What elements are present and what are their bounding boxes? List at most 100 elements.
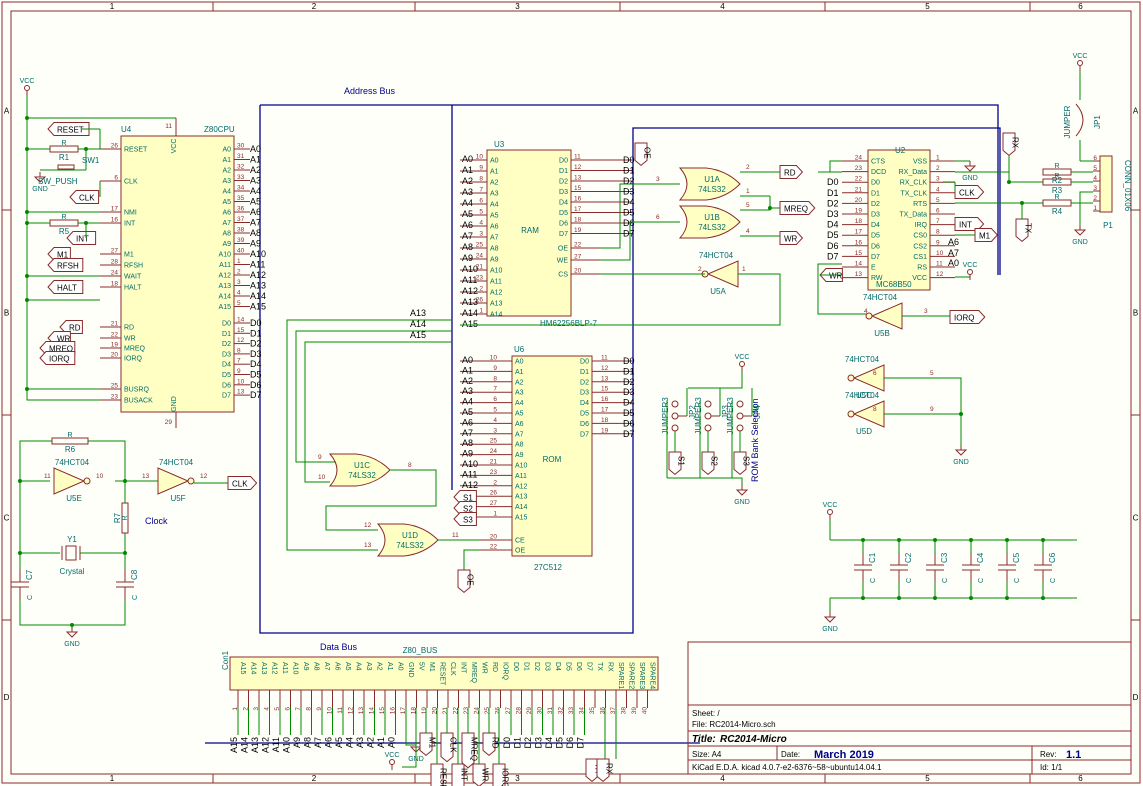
connector-pin-num: 4 [264, 707, 271, 711]
connector-pin-a2: A2 [376, 662, 383, 671]
acia-pin-d0: D0 [871, 180, 880, 187]
ram-data-net: D0 [623, 155, 635, 165]
z80-pin-a3: A3 [222, 178, 231, 185]
acia-pin-d2: D2 [871, 201, 880, 208]
ram-pin-num: 9 [479, 165, 483, 172]
z80-pin-a13: A13 [219, 283, 232, 290]
s2-label-rom-text: S2 [463, 505, 473, 514]
z80-gnd-num: 29 [165, 419, 173, 426]
rd-label-conn [482, 732, 496, 757]
ram-pin-d4: D4 [559, 200, 568, 207]
iorq-label-z80 [39, 351, 76, 365]
u1a-gate [678, 167, 741, 201]
z80-pin-num: 39 [237, 237, 245, 244]
u1c-gate-ref: U1C [354, 461, 370, 470]
u5c-inverter-ref: U5C [856, 391, 872, 400]
z80-pin-num: 13 [237, 389, 245, 396]
z80-pin-num: 17 [111, 206, 119, 213]
connector-pin-mreq: MREQ [470, 662, 477, 684]
ram-a15-net: A15 [462, 319, 478, 329]
z80-pin-reset: RESET [124, 147, 148, 154]
u5a-in-num: 1 [742, 266, 746, 273]
junction-dot [25, 298, 29, 302]
r5-resistor-value: R [61, 214, 66, 221]
jumper-pin [736, 400, 744, 408]
rom-pin-num: 16 [601, 396, 609, 403]
acia-pin-rx_data: RX_Data [899, 169, 928, 176]
u1b-in-num: 5 [746, 202, 750, 209]
u5b-in-num: 4 [864, 308, 868, 315]
ram-pin-num: 27 [574, 254, 582, 261]
ram-addr-net: A3 [462, 187, 473, 197]
acia-pin-rw: RW [871, 275, 883, 282]
m1-label-acia [974, 228, 999, 242]
connector-net-a0: A0 [387, 737, 397, 748]
acia-pin-tx_clk: TX_CLK [901, 190, 928, 197]
connector-pin-num: 40 [642, 707, 649, 715]
decoupling-cap-c4-ref: C4 [976, 552, 985, 563]
decoupling-cap-c3-value: C [942, 578, 949, 583]
border-col-label: 6 [1078, 2, 1083, 11]
z80-pin-num: 14 [237, 317, 245, 324]
rom-pin-d6: D6 [580, 421, 589, 428]
u5c-inverter-bubble [847, 374, 855, 382]
acia-pin-num: 4 [936, 186, 940, 193]
gnd-symbol [954, 449, 968, 456]
connector-ref: Con1 [221, 650, 230, 670]
connector-pin-num: 35 [589, 707, 596, 715]
ram-pin-num: 2 [479, 286, 483, 293]
z80-pin-num: 22 [111, 332, 119, 339]
mreq-label-z80-text: MREQ [49, 345, 73, 354]
clock-feedback-wire [19, 440, 52, 482]
z80-pin-a10: A10 [219, 252, 232, 259]
acia-pin-irq: IRQ [915, 222, 928, 229]
ram-pin-num: 22 [574, 242, 582, 249]
connector-pin-rx: RX [607, 662, 614, 672]
connector-pin-a1: A1 [386, 662, 393, 671]
border-col-label: 5 [925, 2, 930, 11]
title-id: Id: 1/1 [1040, 763, 1063, 772]
acia-cs2-net: A6 [948, 237, 959, 247]
connector-pin-iorq: IORQ [502, 662, 509, 680]
connector-pin-int: INT [460, 662, 467, 674]
sw1-switch [57, 164, 75, 170]
acia-pin-num: 15 [855, 250, 863, 257]
z80-pin-wr: WR [124, 336, 136, 343]
reset-label-conn [430, 763, 444, 786]
clock-feedback-wire [88, 440, 126, 482]
z80-pin-num: 18 [111, 281, 119, 288]
a15-wire [304, 341, 410, 483]
acia-pin-num: 6 [936, 208, 940, 215]
p1-pin-num: 4 [1093, 175, 1097, 182]
acia-pin-d3: D3 [871, 212, 880, 219]
acia-body [867, 149, 931, 291]
r5-resistor-ref: R5 [59, 227, 70, 236]
m1-label-z80-text: M1 [57, 251, 69, 260]
inner-border [10, 10, 1132, 775]
rom-addr-net: A4 [462, 397, 473, 407]
c8-capacitor-ref: C8 [130, 569, 139, 580]
jp1-jumper [1075, 103, 1084, 137]
u5a-inverter-ref: U5A [710, 287, 726, 296]
p1-pin-num: 6 [1093, 155, 1097, 162]
connector-net-a12: A12 [261, 737, 271, 753]
gnd-label: GND [953, 459, 969, 466]
s3-label-rom [453, 512, 477, 526]
border-col-label: 4 [720, 2, 725, 11]
z80-addr-net: A8 [250, 228, 261, 238]
decoupling-cap-c5-ref: C5 [1012, 552, 1021, 563]
r4-resistor-ref: R4 [1052, 207, 1063, 216]
ram-addr-net: A2 [462, 176, 473, 186]
z80-pin-a15: A15 [219, 304, 232, 311]
title-name: RC2014-Micro [720, 734, 787, 745]
s3-label-jumper-text: S3 [742, 456, 751, 466]
busack-wire [26, 389, 100, 401]
connector-pin-num: 5 [274, 707, 281, 711]
s2-label-jumper [701, 451, 715, 476]
acia-pin-num: 2 [936, 165, 940, 172]
z80-pin-clk: CLK [124, 179, 138, 186]
z80-pin-busack: BUSACK [124, 398, 153, 405]
jumper-pin [704, 424, 712, 432]
z80-pin-rd: RD [124, 325, 134, 332]
